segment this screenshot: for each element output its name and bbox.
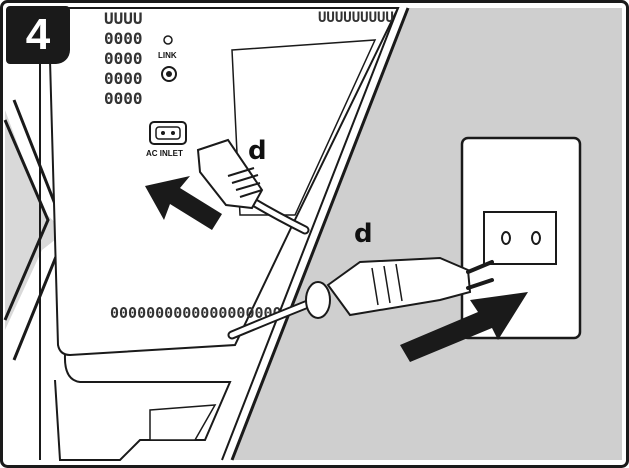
vent-row-1: 0000 — [104, 29, 143, 48]
vent-row-4: 0000 — [104, 89, 143, 108]
left-gray-strip — [5, 110, 65, 330]
vent-row-3: 0000 — [104, 69, 143, 88]
cable-callout-right: d — [354, 219, 373, 249]
wall-background — [232, 8, 622, 460]
device-foot — [149, 404, 217, 441]
left-insert-arrow — [145, 176, 222, 230]
outlet-hole-1 — [501, 231, 511, 245]
right-plug-grip — [371, 263, 403, 306]
link-label: LINK — [158, 51, 177, 60]
cable-callout-left: d — [248, 136, 267, 166]
outlet-face — [483, 211, 557, 265]
step-number-badge: 4 — [6, 6, 70, 64]
link-jack-hole — [166, 71, 172, 77]
ac-inlet-pin-2 — [171, 131, 175, 135]
ac-inlet-core — [155, 126, 181, 140]
right-insert-arrow — [400, 292, 528, 362]
vent-row-top-right: UUUUUUUUU — [318, 10, 394, 26]
diagonal-divider-inner — [221, 7, 399, 461]
right-plug-pin-1 — [466, 260, 494, 274]
vent-row-bottom: 0000000000000000000 — [110, 304, 282, 322]
left-plug-grip — [227, 167, 263, 198]
vent-row-2: 0000 — [104, 49, 143, 68]
link-indicator — [163, 35, 173, 45]
right-cord-strain-relief — [305, 281, 331, 319]
left-plug-body — [196, 138, 264, 210]
vent-row-top: UUUU — [104, 9, 143, 28]
right-plug-pin-2 — [466, 278, 494, 290]
ac-inlet-pin-1 — [161, 131, 165, 135]
ac-inlet-label: AC INLET — [146, 149, 183, 158]
diagonal-divider-outer — [230, 7, 410, 461]
left-chevron-outer — [3, 119, 50, 321]
outlet-hole-2 — [531, 231, 541, 245]
